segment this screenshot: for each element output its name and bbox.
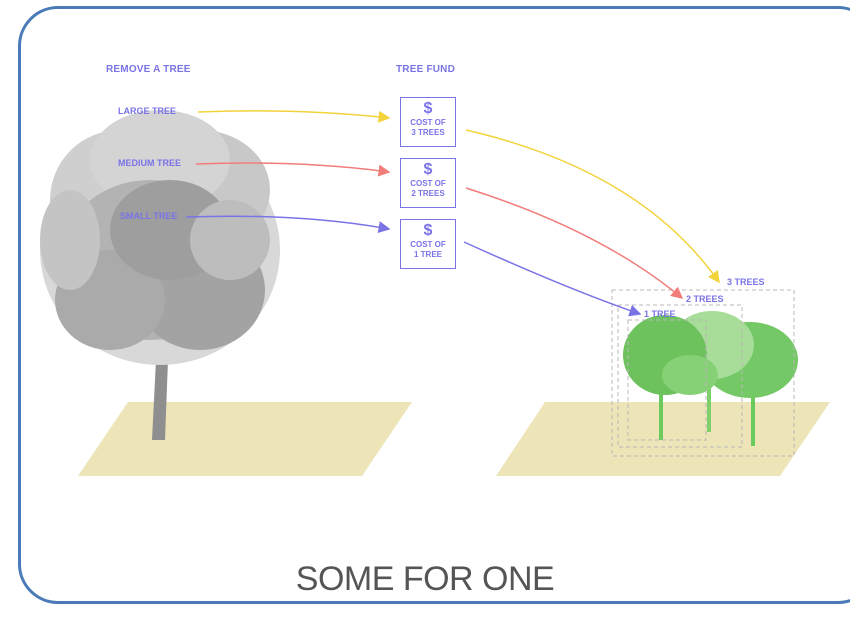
fund-box-1-tree: $ COST OF 1 TREE	[400, 219, 456, 269]
fund-box-line1: COST OF	[410, 118, 446, 127]
fund-box-2-trees: $ COST OF 2 TREES	[400, 158, 456, 208]
small-tree-arrow	[185, 215, 391, 234]
large-tree-label: LARGE TREE	[118, 106, 177, 116]
fund-box-line2: 3 TREES	[411, 128, 445, 137]
three-trees-label: 3 TREES	[727, 277, 765, 287]
large-tree-illustration	[40, 110, 280, 440]
small-tree-label: SMALL TREE	[120, 211, 178, 221]
large-tree-arrow	[197, 110, 391, 123]
dollar-icon: $	[423, 161, 433, 178]
fund-box-line2: 2 TREES	[411, 189, 445, 198]
diagram-title: SOME FOR ONE	[295, 560, 555, 598]
box-3-trees	[611, 289, 795, 457]
dollar-icon: $	[423, 100, 433, 117]
one-tree-label: 1 TREE	[644, 309, 676, 319]
fund-box-line2: 1 TREE	[413, 250, 442, 259]
fund-1-arrow	[463, 241, 642, 317]
dollar-icon: $	[423, 222, 433, 239]
box-1-tree	[627, 319, 707, 441]
ground-left	[78, 402, 412, 476]
medium-tree-label: MEDIUM TREE	[118, 158, 181, 168]
young-trees-illustration	[623, 311, 798, 446]
fund-box-line1: COST OF	[410, 179, 446, 188]
remove-tree-header: REMOVE A TREE	[106, 64, 191, 75]
tree-fund-header: TREE FUND	[396, 64, 456, 75]
medium-tree-arrow	[195, 162, 391, 177]
fund-box-line1: COST OF	[410, 240, 446, 249]
fund-box-3-trees: $ COST OF 3 TREES	[400, 97, 456, 147]
fund-2-arrow	[465, 187, 684, 299]
two-trees-label: 2 TREES	[686, 294, 724, 304]
fund-3-arrow	[465, 129, 720, 284]
